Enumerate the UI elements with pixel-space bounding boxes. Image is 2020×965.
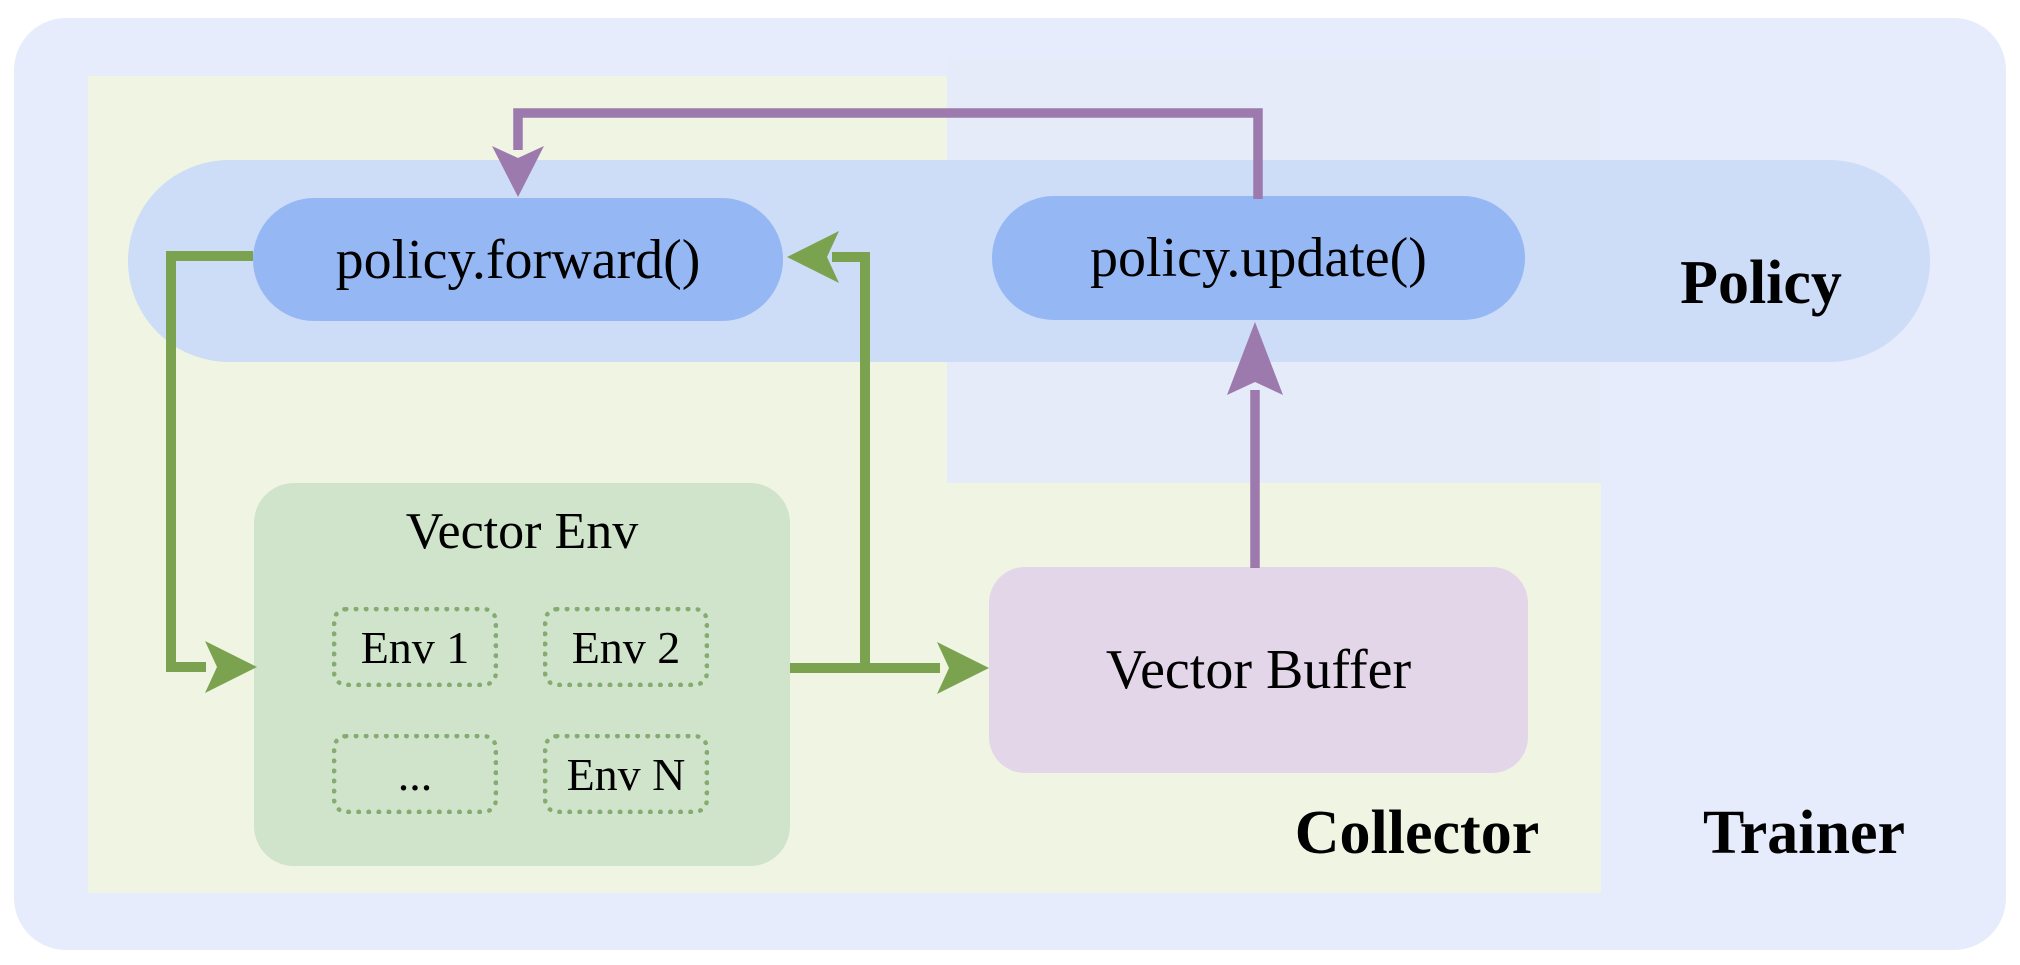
collector-region-label: Collector (1294, 799, 1540, 867)
env-ellipsis-box: ... (332, 734, 498, 814)
vector-buffer-box: Vector Buffer (989, 567, 1528, 773)
env-n-box: Env N (543, 734, 709, 814)
policy-forward-node: policy.forward() (253, 198, 783, 321)
vector-env-title: Vector Env (405, 502, 639, 560)
trainer-region-label: Trainer (1702, 799, 1905, 867)
env-2-box: Env 2 (543, 607, 709, 687)
vector-env-box: Vector Env Env 1 Env 2 ... Env N (254, 483, 790, 866)
policy-region-label: Policy (1680, 249, 1842, 317)
env-1-box: Env 1 (332, 607, 498, 687)
policy-update-node: policy.update() (992, 196, 1525, 320)
